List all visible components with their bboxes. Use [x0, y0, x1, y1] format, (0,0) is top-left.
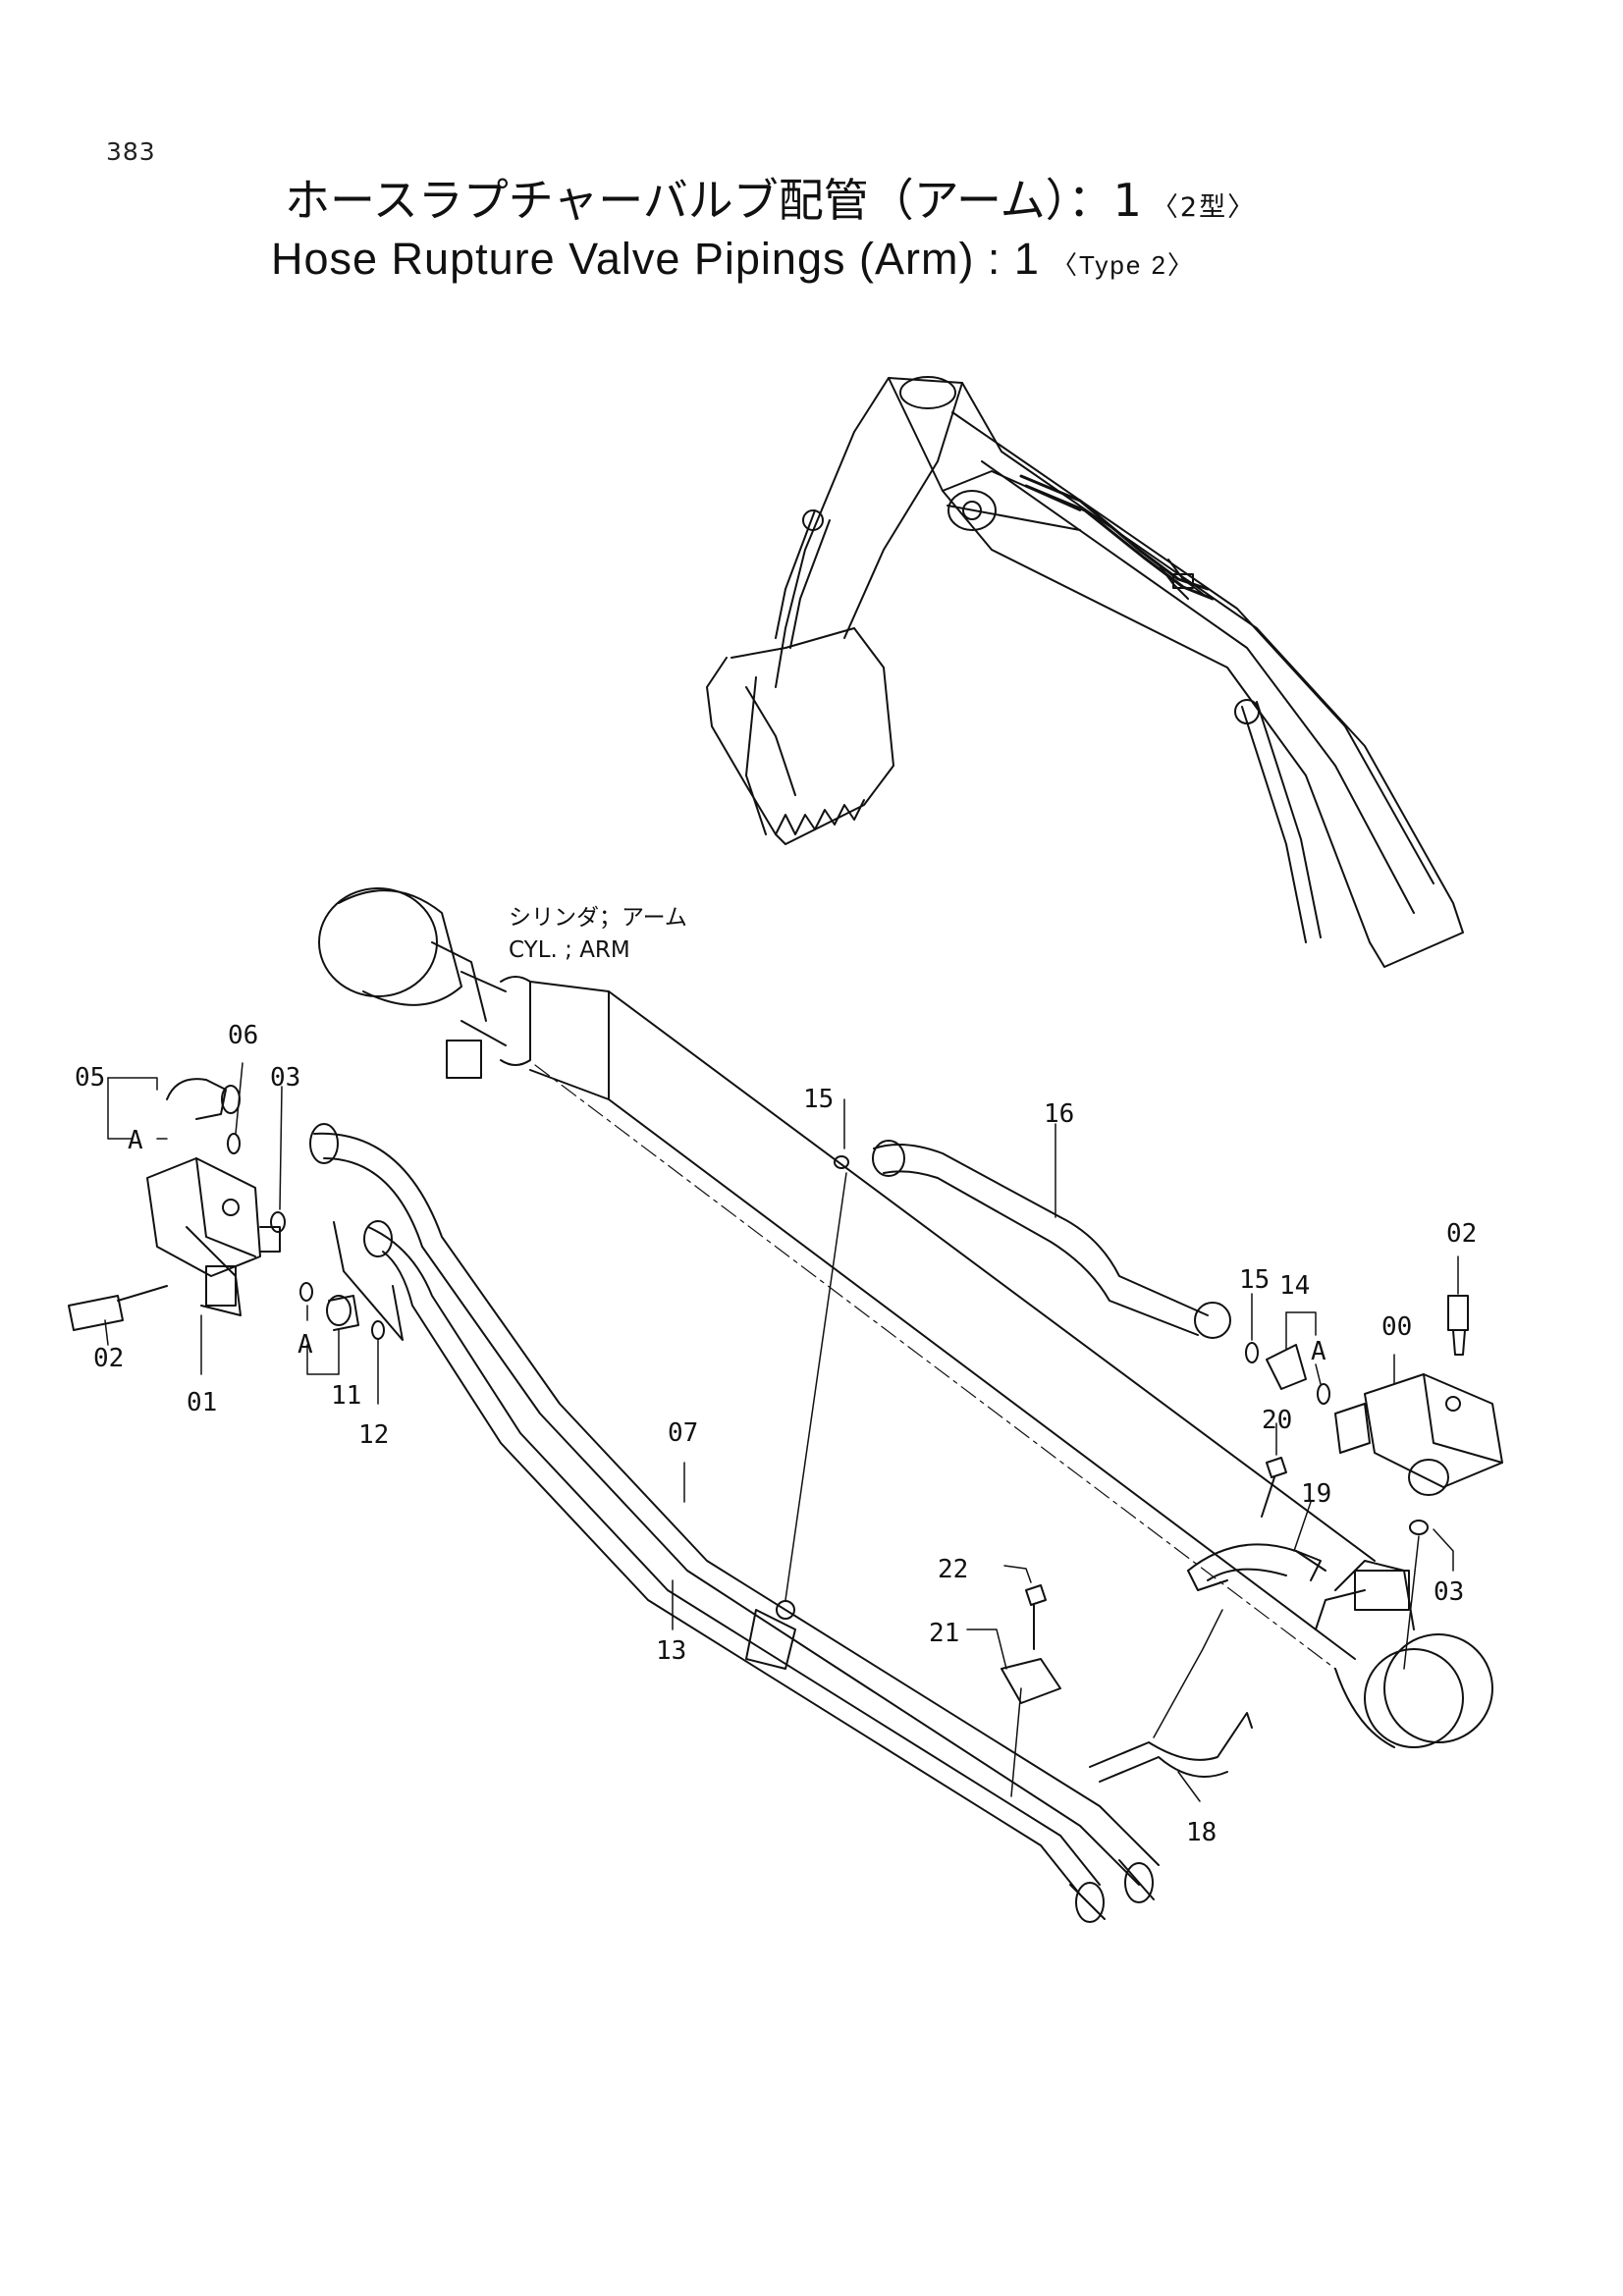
title-english: Hose Rupture Valve Pipings (Arm) : 1 〈Typ… [271, 234, 1195, 285]
excavator-overview-illustration [706, 376, 1464, 968]
callout-labels: 05 A 06 03 02 01 A 11 12 15 16 15 14 A 0… [75, 1021, 1477, 1847]
hose-16-illustration [872, 1140, 1231, 1339]
callout-00: 00 [1381, 1312, 1412, 1342]
pipe-07-13-illustration [309, 1123, 1160, 1923]
callout-a-11: A [298, 1330, 313, 1360]
leader-lines [104, 1062, 1459, 1802]
callout-22: 22 [938, 1555, 968, 1584]
valve-01-illustration [68, 1078, 385, 1340]
callout-19: 19 [1301, 1479, 1331, 1509]
title-english-text: Hose Rupture Valve Pipings (Arm) : 1 [271, 234, 1040, 284]
callout-13: 13 [656, 1636, 686, 1666]
callout-03-left: 03 [270, 1063, 300, 1093]
callout-12: 12 [358, 1420, 389, 1450]
callout-11: 11 [331, 1381, 361, 1411]
callout-a-14: A [1311, 1337, 1326, 1366]
arm-cylinder-illustration [318, 887, 1493, 1748]
callout-a-left: A [128, 1126, 143, 1155]
callout-01: 01 [187, 1388, 217, 1417]
callout-20: 20 [1262, 1406, 1292, 1435]
callout-15-right: 15 [1239, 1265, 1270, 1295]
cylinder-label-english: CYL. ; ARM [509, 937, 630, 963]
callout-14: 14 [1279, 1271, 1310, 1301]
callout-06: 06 [228, 1021, 258, 1050]
callout-21: 21 [929, 1619, 959, 1648]
title-japanese: ホースラプチャーバルブ配管（アーム）：1 〈2型〉 [285, 165, 1256, 230]
clamp-illustrations [1001, 1457, 1326, 1783]
callout-02-left: 02 [93, 1344, 124, 1373]
cylinder-label-japanese: シリンダ；アーム [509, 905, 687, 931]
callout-16: 16 [1044, 1099, 1074, 1129]
callout-02-right: 02 [1446, 1219, 1477, 1249]
callout-18: 18 [1186, 1818, 1217, 1847]
title-japanese-type: 〈2型〉 [1151, 192, 1257, 223]
callout-07: 07 [668, 1418, 698, 1448]
title-japanese-text: ホースラプチャーバルブ配管（アーム）：1 [285, 174, 1142, 227]
page-number: 383 [106, 137, 156, 166]
callout-03-right: 03 [1434, 1577, 1464, 1607]
valve-00-illustration [834, 1155, 1503, 1535]
callout-15-top: 15 [803, 1085, 834, 1114]
callout-05: 05 [75, 1063, 105, 1093]
title-english-type: 〈Type 2〉 [1051, 250, 1196, 280]
